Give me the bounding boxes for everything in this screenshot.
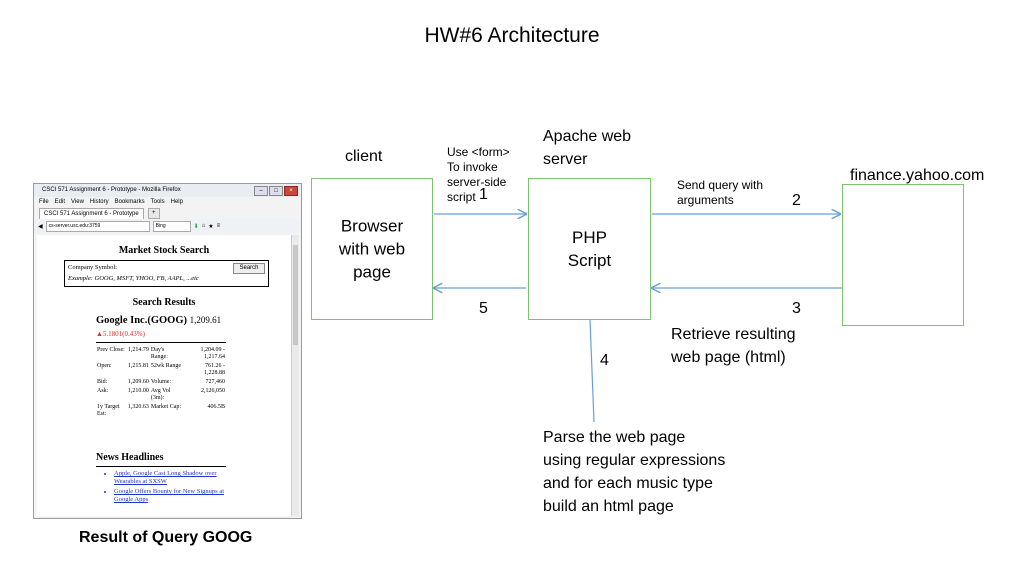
browser-screenshot: CSCI 571 Assignment 6 - Prototype - Mozi… [33,183,302,519]
menu-history[interactable]: History [89,199,109,205]
send-query-label: Send query with arguments [677,178,764,207]
table-cell: 1,204.09 - 1,217.64 [200,347,226,360]
table-cell: 761.26 - 1,228.88 [204,363,225,376]
bookmark-icon[interactable]: ★ [208,223,214,230]
nav-bar: ◀ cs-server.usc.edu:3759 Bing ⬇ ⌂ ★ ≡ [34,219,301,233]
table-cell: Volume: [150,379,172,385]
php-script-box: PHP Script [528,178,651,320]
new-tab-button[interactable]: + [147,208,160,219]
page-title: HW#6 Architecture [424,24,600,47]
step-5: 5 [479,300,488,317]
url-bar[interactable]: cs-server.usc.edu:3759 [45,220,150,232]
search-form: Company Symbol: Example: GOOG, MSFT, YHO… [64,260,269,287]
back-icon[interactable]: ◀ [38,223,43,230]
menu-file[interactable]: File [39,199,49,205]
screenshot-caption: Result of Query GOOG [79,529,253,546]
retrieve-label: Retrieve resulting web page (html) [671,326,796,366]
home-icon[interactable]: ⌂ [201,223,206,229]
search-box[interactable]: Bing [152,220,191,232]
browser-box-label: Browser with web page [338,216,406,282]
menu-tools[interactable]: Tools [150,199,165,205]
search-button[interactable]: Search [233,263,265,274]
divider [96,342,226,343]
news-headlines-heading: News Headlines [96,452,164,463]
menu-view[interactable]: View [71,199,84,205]
table-cell: 1,320.63 [127,404,149,410]
table-cell: 727,460 [205,379,226,385]
minimize-button[interactable]: – [254,186,268,196]
company-symbol: Google Inc.(GOOG) [96,315,187,326]
maximize-button[interactable]: □ [269,186,283,196]
browser-box: Browser with web page [311,178,433,320]
example-text: Example: GOOG, MSFT, YHOO, FB, AAPL, ...… [68,275,199,282]
table-row: Bid: 1,209.60 Volume: 727,460 [96,378,226,387]
menu-edit[interactable]: Edit [54,199,66,205]
browser-tab[interactable]: CSCI 571 Assignment 6 - Prototype [39,208,144,219]
table-cell: 1,210.00 [127,388,149,394]
table-cell: 1y Target Est: [97,404,120,417]
menu-help[interactable]: Help [170,199,183,205]
table-cell: Open: [97,363,112,369]
company-name: Google Inc.(GOOG) 1,209.61 [96,315,221,326]
table-row: Ask: 1,210.00 Avg Vol (3m): 2,126,050 [96,387,226,403]
php-script-box-label: PHP Script [567,228,612,270]
table-row: Open: 1,215.81 52wk Range 761.26 - 1,228… [96,362,226,378]
menu-bar: File Edit View History Bookmarks Tools H… [34,197,301,207]
table-cell: 2,126,050 [201,388,225,394]
news-link[interactable]: Google Offers Bounty for New Signups at … [114,488,224,504]
apache-label: Apache web server [543,128,632,168]
divider [96,466,226,467]
step-2: 2 [792,192,801,209]
client-label: client [345,148,383,165]
table-cell: Ask: [97,388,109,394]
table-cell: 52wk Range [150,363,182,369]
table-cell: Avg Vol (3m): [150,388,171,401]
scrollbar[interactable] [291,235,299,516]
step-4: 4 [600,352,609,369]
table-row: Prev Close: 1,214.79 Day's Range: 1,204.… [96,346,226,362]
table-cell: Prev Close: [97,347,125,353]
step-1: 1 [479,186,488,203]
yahoo-server-box [842,184,964,326]
company-symbol-label: Company Symbol: [68,264,117,271]
parse-label: Parse the web page using regular express… [543,429,726,515]
stock-change: ▲5.1801(0.43%) [96,330,145,338]
window-title: CSCI 571 Assignment 6 - Prototype - Mozi… [42,187,181,193]
menu-icon[interactable]: ≡ [216,223,221,229]
table-cell: 1,209.60 [127,379,149,385]
line-php-parse [589,319,595,423]
scrollbar-thumb[interactable] [293,245,298,345]
step-3: 3 [792,300,801,317]
table-cell: 1,215.81 [127,363,149,369]
table-cell: 406.5B [207,404,225,410]
form-note: Use <form> To invoke server-side script [447,145,510,204]
window-titlebar: CSCI 571 Assignment 6 - Prototype - Mozi… [34,184,301,197]
yahoo-label: finance.yahoo.com [850,167,985,184]
menu-bookmarks[interactable]: Bookmarks [114,199,145,205]
table-row: 1y Target Est: 1,320.63 Market Cap: 406.… [96,403,226,419]
close-button[interactable]: × [284,186,298,196]
tab-bar: CSCI 571 Assignment 6 - Prototype + [34,207,301,219]
stock-price: 1,209.61 [189,315,222,325]
table-cell: 1,214.79 [127,347,149,353]
table-cell: Bid: [97,379,108,385]
search-results-heading: Search Results [132,297,196,308]
table-cell: Day's Range: [150,347,168,360]
page-content: Market Stock Search Company Symbol: Exam… [37,235,291,516]
quote-table: Prev Close: 1,214.79 Day's Range: 1,204.… [96,346,226,419]
market-stock-search-heading: Market Stock Search [118,245,210,256]
news-list: Apple, Google Cast Long Shadow over Wear… [104,470,224,506]
table-cell: Market Cap: [150,404,182,410]
download-icon[interactable]: ⬇ [193,223,199,230]
news-link[interactable]: Apple, Google Cast Long Shadow over Wear… [114,470,224,486]
